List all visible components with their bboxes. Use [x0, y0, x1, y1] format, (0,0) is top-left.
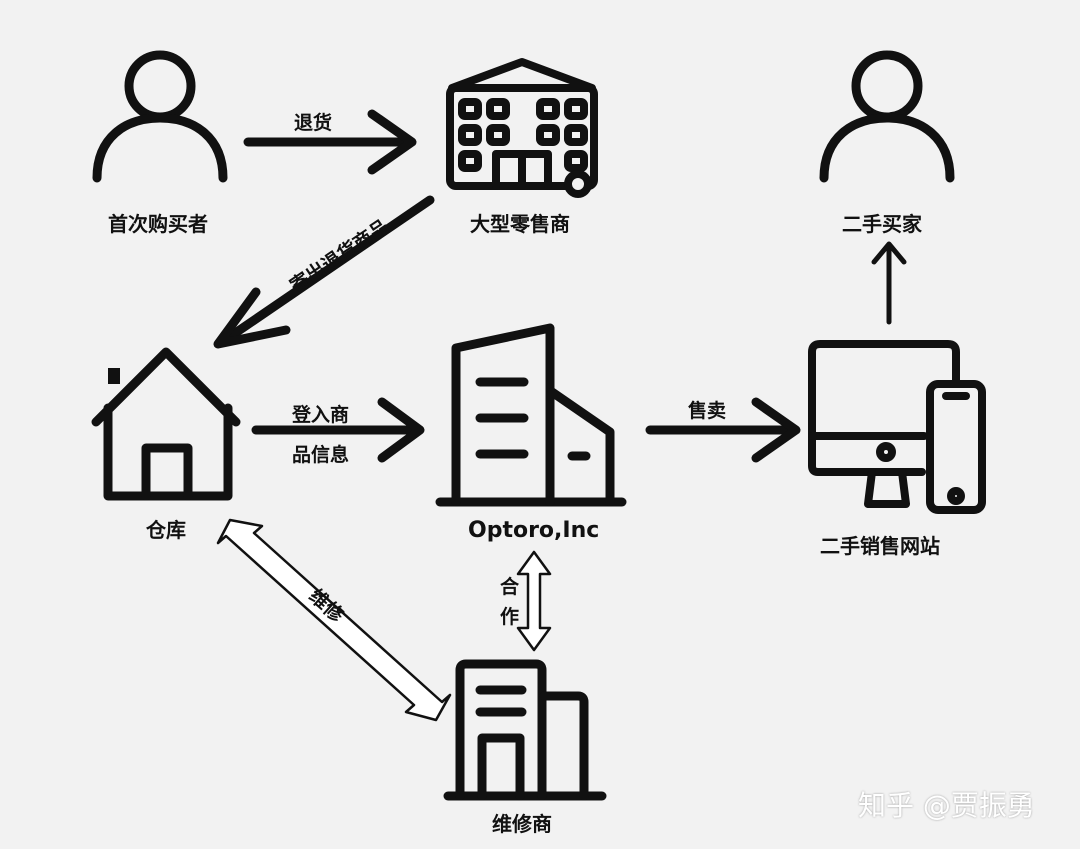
first-buyer-label: 首次购买者 — [108, 212, 208, 236]
first-buyer-person-icon — [92, 50, 228, 183]
arrow-login-product-info — [251, 397, 425, 463]
arrow-to-second-hand-buyer — [871, 241, 907, 325]
login-info-label-line2: 品信息 — [292, 444, 350, 466]
arrow-cooperate-double-headed — [516, 550, 552, 652]
large-retailer-label: 大型零售商 — [470, 212, 570, 236]
second-hand-buyer-person-icon — [819, 50, 955, 183]
second-hand-site-desktop-phone-icon — [808, 340, 986, 514]
warehouse-house-icon — [91, 347, 241, 501]
optoro-office-building-icon — [435, 323, 627, 507]
warehouse-label: 仓库 — [146, 518, 186, 542]
repairer-factory-building-icon — [443, 659, 607, 801]
login-info-label-line1: 登入商 — [292, 404, 350, 426]
arrow-ship-returned-goods — [213, 195, 435, 349]
sell-label: 售卖 — [688, 400, 727, 422]
return-goods-label: 退货 — [294, 112, 333, 134]
arrow-sell — [645, 397, 801, 463]
cooperate-label-line1: 合 — [500, 576, 520, 598]
arrow-return-goods — [243, 109, 417, 175]
optoro-label: Optoro,Inc — [468, 518, 600, 543]
arrow-repair-double-headed — [216, 518, 452, 722]
repairer-label: 维修商 — [492, 812, 552, 836]
cooperate-label-line2: 作 — [500, 606, 520, 628]
second-hand-buyer-label: 二手买家 — [842, 212, 922, 236]
watermark-text: 知乎 @贾振勇 — [858, 789, 1035, 822]
large-retailer-store-building-icon — [446, 58, 598, 198]
second-hand-site-label: 二手销售网站 — [820, 534, 940, 558]
